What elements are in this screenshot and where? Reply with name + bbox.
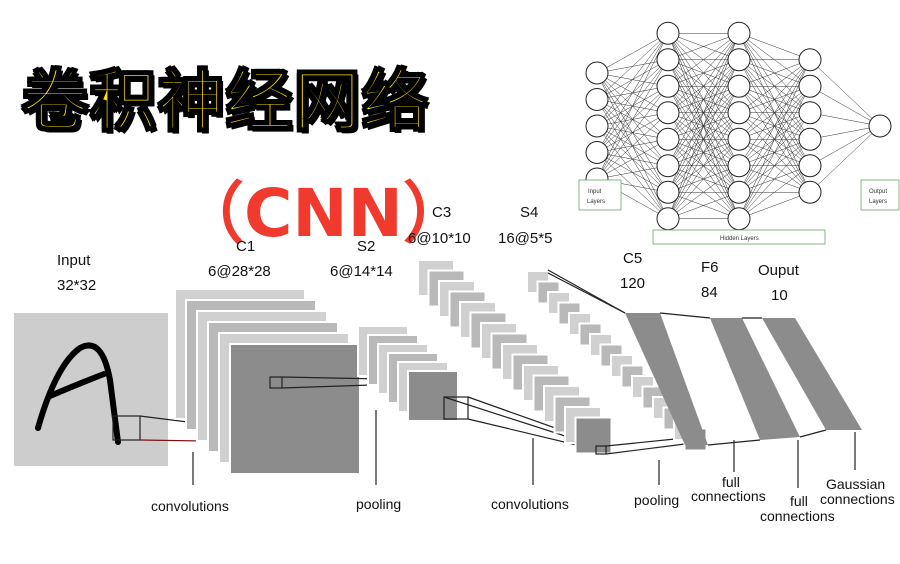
- nn-node-l3-2: [727, 48, 751, 72]
- c1-feature-maps: [174, 288, 361, 475]
- nn-node-l1-2: [585, 88, 609, 111]
- op-gaussian: Gaussian: [826, 476, 886, 492]
- nn-hidden-label-box: [652, 229, 826, 245]
- nn-input-label-box: [578, 179, 622, 211]
- nn-node-l2-8: [656, 207, 680, 231]
- c1-layer-name: C1: [236, 238, 256, 255]
- nn-node-l3-4: [727, 101, 751, 125]
- s2-feature-maps: [357, 325, 459, 422]
- f6-layer-size: 84: [701, 284, 718, 301]
- c3-layer-name: C3: [432, 204, 452, 221]
- op-pooling-2: pooling: [634, 492, 680, 508]
- nn-node-l3-5: [727, 127, 751, 151]
- c1-map-6: [229, 343, 361, 475]
- nn-node-l1-4: [585, 141, 609, 164]
- nn-node-l1-1: [585, 61, 609, 85]
- nn-node-l2-7: [656, 180, 680, 204]
- op-pooling-1: pooling: [356, 496, 402, 512]
- input-image: [14, 313, 168, 466]
- nn-node-l4-1: [798, 48, 822, 72]
- title-chinese: 卷积神经网络: [21, 62, 430, 141]
- output-layer-size: 10: [771, 287, 788, 304]
- output-layer: [762, 318, 862, 430]
- input-layer-name: Input: [57, 252, 91, 269]
- nn-node-l1-3: [585, 114, 609, 138]
- nn-node-l4-5: [798, 154, 822, 178]
- handwritten-a-bar: [47, 371, 107, 399]
- nn-node-l3-6: [727, 154, 751, 178]
- s2-layer-size: 6@14*14: [330, 263, 393, 280]
- op-connections-1: connections: [691, 488, 766, 504]
- op-full-2: full: [790, 493, 808, 509]
- nn-hidden-label: Hidden Layers: [720, 236, 759, 242]
- c5-layer-name: C5: [623, 250, 643, 267]
- op-convolutions-1: convolutions: [151, 498, 229, 514]
- nn-node-l2-3: [656, 74, 680, 98]
- nn-node-l4-3: [798, 101, 822, 125]
- nn-input-label-1: Input: [588, 189, 602, 195]
- title-cnn: （CNN）: [178, 175, 469, 252]
- nn-node-l2-4: [656, 101, 680, 125]
- s2-layer-name: S2: [357, 238, 376, 255]
- f6-layer: [710, 318, 800, 440]
- c5-layer-size: 120: [620, 275, 646, 292]
- s2-map-6: [407, 370, 459, 422]
- nn-node-l2-6: [656, 154, 680, 178]
- nn-node-l2-1: [656, 21, 680, 45]
- nn-node-l4-2: [798, 74, 822, 98]
- nn-node-l3-7: [727, 180, 751, 204]
- nn-node-l2-2: [656, 48, 680, 72]
- s4-layer-name: S4: [520, 204, 539, 221]
- input-receptive-field: [112, 415, 141, 441]
- nn-output-label-2: Layers: [869, 199, 887, 205]
- c3-feature-maps: [417, 259, 613, 455]
- handwritten-a-stroke: [35, 342, 121, 445]
- nn-connections: [596, 33, 881, 219]
- nn-node-l2-5: [656, 127, 680, 151]
- c3-layer-size: 6@10*10: [408, 230, 471, 247]
- nn-node-l3-3: [727, 74, 751, 98]
- c5-layer: [625, 313, 708, 445]
- nn-output-label-1: Output: [869, 189, 887, 195]
- nn-node-l3-1: [727, 21, 751, 45]
- nn-output-label-box: [860, 179, 900, 211]
- nn-node-l4-6: [798, 180, 822, 204]
- input-layer-size: 32*32: [57, 277, 97, 294]
- nn-node-l4-4: [798, 127, 822, 151]
- c1-layer-size: 6@28*28: [208, 263, 271, 280]
- op-connections-2: connections: [760, 508, 835, 524]
- op-connections-3: connections: [820, 491, 895, 507]
- nn-node-l5-1: [868, 114, 892, 138]
- op-full-1: full: [722, 474, 740, 490]
- output-layer-name: Ouput: [758, 262, 799, 279]
- nn-input-label-2: Layers: [587, 199, 605, 205]
- op-convolutions-2: convolutions: [491, 496, 569, 512]
- nn-node-l3-8: [727, 207, 751, 231]
- f6-layer-name: F6: [701, 259, 719, 276]
- s4-layer-size: 16@5*5: [498, 230, 553, 247]
- neural-network-inset: [585, 21, 892, 231]
